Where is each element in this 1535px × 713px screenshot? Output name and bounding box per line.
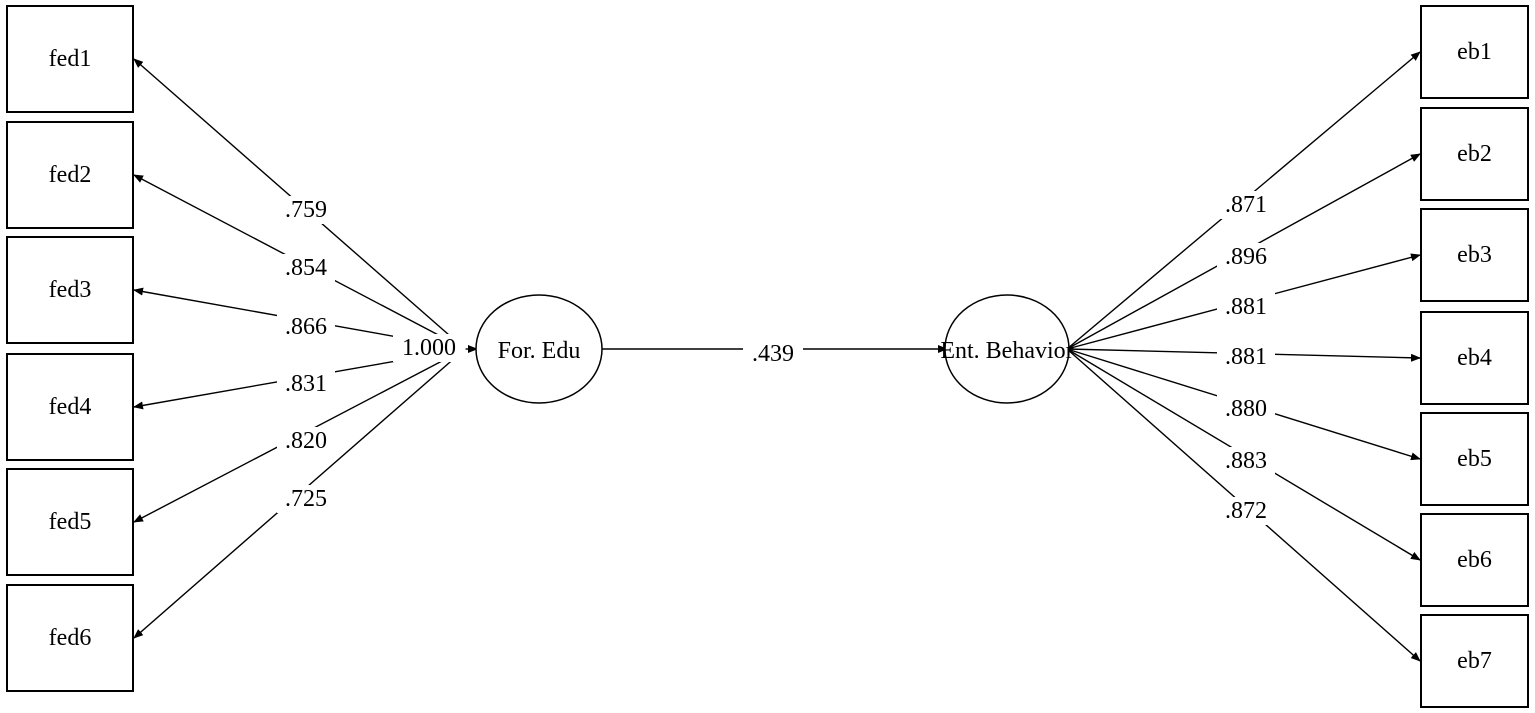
- loading-eb2: .896: [1217, 243, 1275, 271]
- loading-fed6: .725: [277, 485, 335, 513]
- indicator-eb2: eb2: [1420, 107, 1529, 201]
- structural-coefficient: .439: [743, 340, 803, 368]
- indicator-fed2: fed2: [6, 121, 134, 229]
- loading-fed2: .854: [277, 254, 335, 282]
- svg-text:.883: .883: [1225, 448, 1267, 474]
- indicator-fed4-label: fed4: [49, 394, 92, 420]
- svg-text:.831: .831: [285, 371, 327, 397]
- svg-text:.896: .896: [1225, 244, 1267, 270]
- svg-text:1.000: 1.000: [402, 335, 456, 361]
- latent-ent-behavior-label: Ent. Behavior: [940, 338, 1073, 364]
- loading-eb5: .880: [1217, 395, 1275, 423]
- indicator-eb3: eb3: [1420, 208, 1529, 302]
- loading-fed1: .759: [277, 196, 335, 224]
- indicator-eb4: eb4: [1420, 311, 1529, 405]
- indicator-eb7: eb7: [1420, 614, 1529, 708]
- loading-fed3: .866: [277, 313, 335, 341]
- svg-text:.759: .759: [285, 197, 327, 223]
- indicator-fed3: fed3: [6, 236, 134, 344]
- variables-layer: fed1 fed2 fed3 fed4 fed5 fed6 eb1 eb2 eb3 eb4 eb5 e…: [6, 5, 1529, 708]
- svg-text:.854: .854: [285, 255, 327, 281]
- indicator-eb5: eb5: [1420, 412, 1529, 506]
- loading-fed5: .820: [277, 427, 335, 455]
- indicator-eb6-label: eb6: [1457, 547, 1492, 573]
- svg-text:.866: .866: [285, 314, 327, 340]
- svg-text:.871: .871: [1225, 192, 1267, 218]
- indicator-fed4: fed4: [6, 353, 134, 461]
- indicator-eb6: eb6: [1420, 513, 1529, 607]
- svg-text:.881: .881: [1225, 344, 1267, 370]
- exogenous-variance: 1.000: [393, 334, 465, 362]
- indicator-eb1-label: eb1: [1457, 39, 1492, 65]
- path-coefficients-layer: .759 .854 .866 .831 .820 .725 .871 .896 .881 .881…: [277, 191, 1275, 525]
- loading-eb4: .881: [1217, 343, 1275, 371]
- indicator-eb2-label: eb2: [1457, 141, 1492, 167]
- svg-text:.880: .880: [1225, 396, 1267, 422]
- indicator-fed6-label: fed6: [49, 625, 92, 651]
- svg-text:.881: .881: [1225, 294, 1267, 320]
- latent-for-edu-label: For. Edu: [498, 338, 581, 364]
- svg-text:.872: .872: [1225, 498, 1267, 524]
- indicator-eb1: eb1: [1420, 5, 1529, 99]
- indicator-eb7-label: eb7: [1457, 648, 1492, 674]
- latent-for-edu: For. Edu: [475, 294, 603, 404]
- indicator-eb5-label: eb5: [1457, 446, 1492, 472]
- indicator-eb4-label: eb4: [1457, 345, 1492, 371]
- svg-text:.725: .725: [285, 486, 327, 512]
- indicator-fed1-label: fed1: [49, 46, 92, 72]
- indicator-fed3-label: fed3: [49, 277, 92, 303]
- loading-eb3: .881: [1217, 293, 1275, 321]
- indicator-eb3-label: eb3: [1457, 242, 1492, 268]
- indicator-fed1: fed1: [6, 5, 134, 113]
- indicator-fed6: fed6: [6, 584, 134, 692]
- svg-text:.820: .820: [285, 428, 327, 454]
- loading-eb6: .883: [1217, 447, 1275, 475]
- loading-eb7: .872: [1217, 497, 1275, 525]
- loading-fed4: .831: [277, 370, 335, 398]
- indicator-fed5: fed5: [6, 468, 134, 576]
- loading-eb1: .871: [1217, 191, 1275, 219]
- latent-ent-behavior: Ent. Behavior: [940, 294, 1074, 404]
- svg-text:.439: .439: [752, 341, 794, 367]
- indicator-fed5-label: fed5: [49, 509, 92, 535]
- indicator-fed2-label: fed2: [49, 162, 92, 188]
